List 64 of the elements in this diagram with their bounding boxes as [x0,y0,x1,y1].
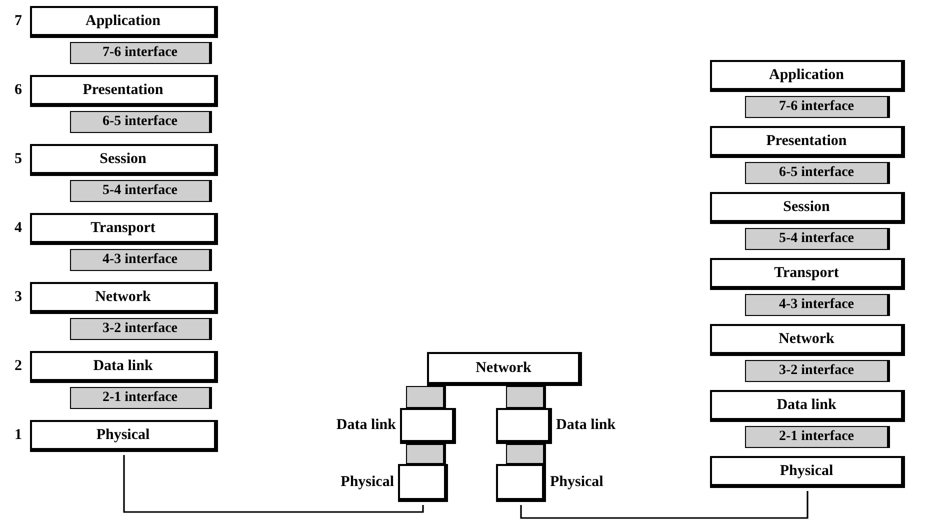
layer-label: Network [778,332,834,346]
layer-label: Network [95,290,151,304]
interface-label: 6-5 interface [778,166,854,180]
interface-strip [745,294,890,316]
interface-label: 2-1 interface [778,430,854,444]
interface-label: 4-3 interface [102,253,178,267]
layer-number: 5 [14,152,22,166]
layer-number: 4 [14,220,22,236]
interface-label: 5-4 interface [102,184,178,198]
layer-label: Data link [776,398,836,412]
layer-label: Transport [90,220,156,236]
layer-box [710,192,905,224]
layer-box [710,258,905,290]
interface-strip [70,387,212,409]
layer-box [710,324,905,356]
layer-number: 2 [14,358,22,374]
interface-strip [70,180,212,202]
interface-strip [406,386,446,408]
layer-label: Application [85,14,160,28]
layer-number: 6 [14,82,22,98]
interface-strip [70,249,212,271]
interface-label: 4-3 interface [778,298,854,312]
interface-strip [70,42,212,64]
layer-label: Physical [780,464,834,478]
layer-number: 3 [14,290,22,304]
interface-label: 3-2 interface [778,364,854,378]
interface-strip [745,426,890,448]
layer-label: Physical [96,428,150,442]
interface-label: 7-6 interface [102,46,178,60]
layer-label: Data link [336,418,396,432]
interface-strip [745,96,890,118]
layer-number: 7 [14,14,22,28]
interface-label: 7-6 interface [778,100,854,114]
interface-label: 3-2 interface [102,322,178,336]
interface-strip [406,444,446,464]
layer-box [710,456,905,488]
layer-label: Presentation [82,82,164,98]
interface-label: 2-1 interface [102,391,178,405]
layer-label: Presentation [766,134,847,148]
connecting-line [520,491,808,519]
layer-label: Physical [340,474,394,490]
layer-label: Application [768,68,844,82]
layer-number: 1 [14,428,22,442]
layer-box [710,390,905,422]
connecting-line [123,455,424,513]
interface-strip [745,162,890,184]
layer-label: Network [476,360,532,376]
layer-label: Transport [774,266,839,280]
layer-box [710,60,905,92]
layer-label: Physical [550,474,604,490]
layer-box [427,352,582,386]
layer-box [710,126,905,158]
interface-strip [506,444,546,464]
layer-label: Session [100,152,146,166]
layer-label: Data link [93,358,153,374]
interface-strip [745,228,890,250]
interface-strip [70,111,212,133]
layer-label: Data link [556,418,616,432]
interface-label: 6-5 interface [102,115,178,129]
interface-strip [745,360,890,382]
layer-label: Session [783,200,830,214]
interface-strip [70,318,212,340]
interface-label: 5-4 interface [778,232,854,246]
interface-strip [506,386,546,408]
